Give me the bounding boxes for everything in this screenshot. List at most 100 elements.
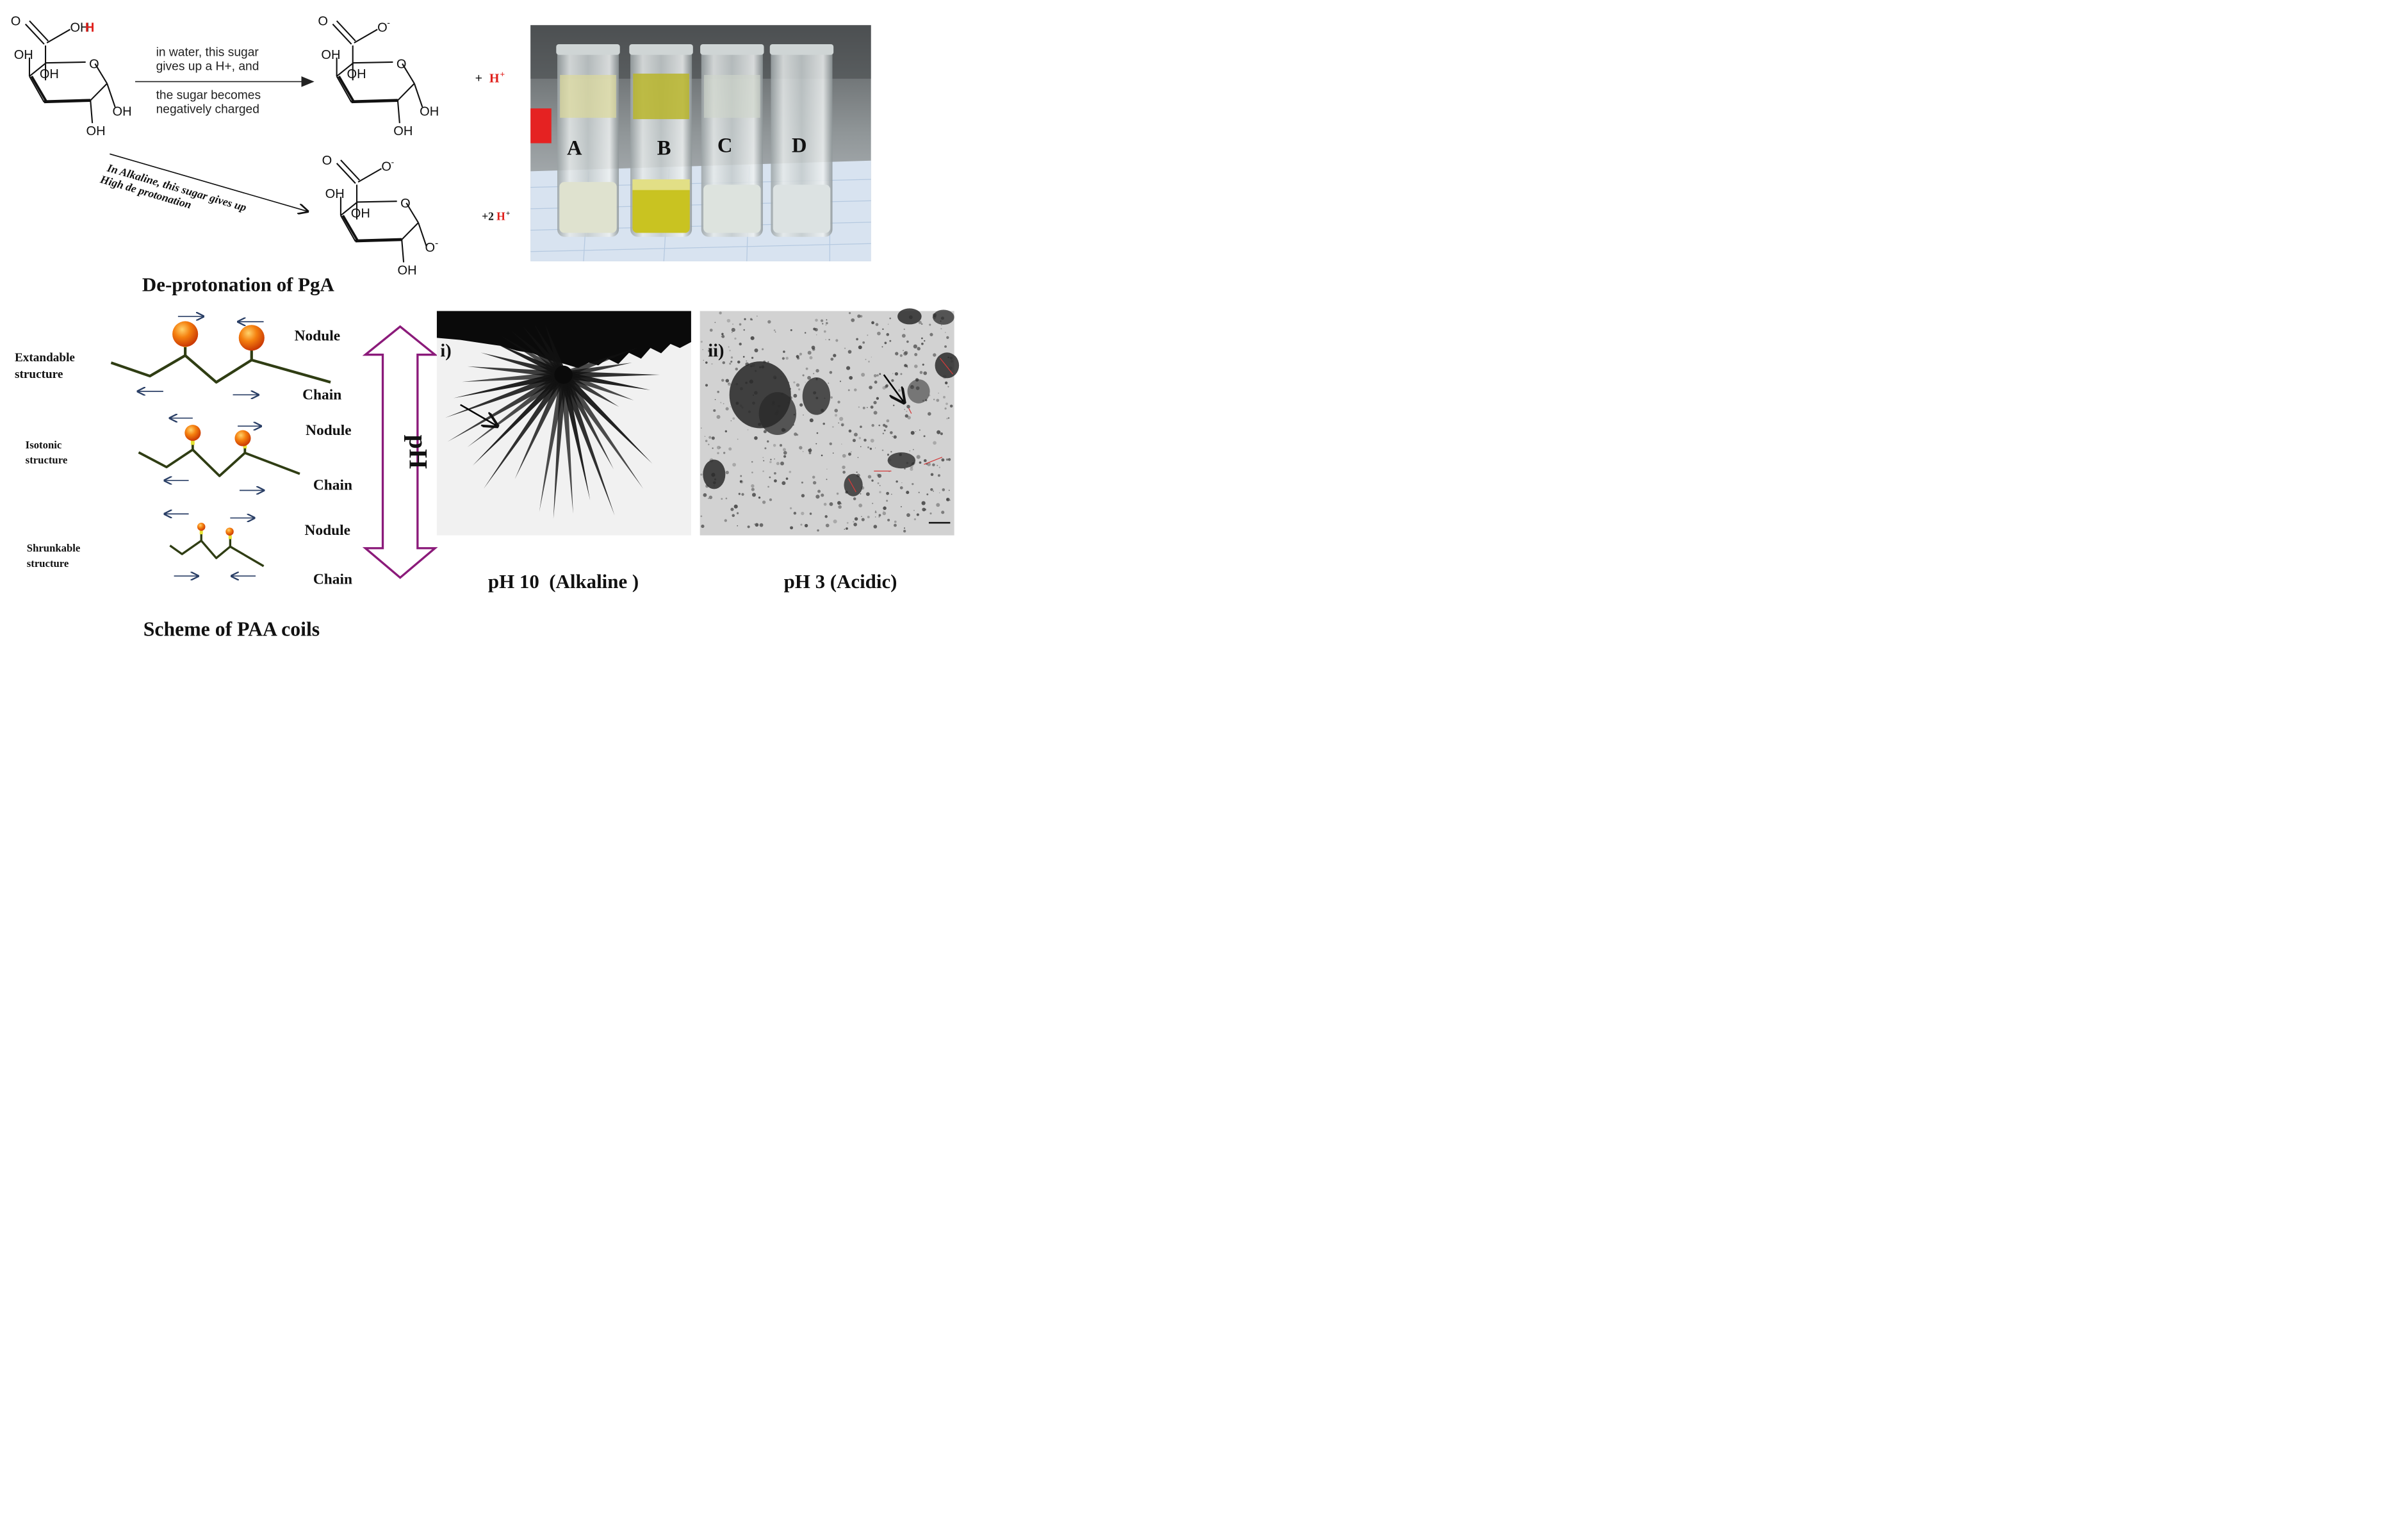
scale-bar [928,521,951,524]
nanoparticle-dot [830,396,833,399]
vial-label-a: A [567,137,582,160]
nanoparticle-dot [799,403,803,407]
nanoparticle-dot [763,460,765,462]
nanoparticle-dot [837,400,840,404]
tem-right-label: ii) [708,341,724,361]
nanoparticle-dot [808,448,812,452]
nanoparticle-dot [921,342,924,345]
nanoparticle-dot [717,452,719,455]
extendable-label-2: structure [15,368,63,381]
nanoparticle-dot [807,350,812,355]
nanoparticle-dot [767,440,769,443]
nanoparticle-dot [809,512,812,515]
proton-1-charge: + [500,69,505,79]
nanoparticle-dot [770,459,772,461]
vial-d [769,44,834,237]
nanoparticle-dot [947,386,949,388]
nanoparticle-dot [922,507,926,512]
nanoparticle-dot [886,500,888,502]
nanoparticle-dot [936,503,940,507]
nanoparticle-dot [923,459,927,463]
oh-ring-mid-label-3: OH [351,206,370,220]
nanoparticle-dot [725,470,729,475]
nanoparticle-dot [736,512,739,514]
nanoparticle-dot [785,477,789,480]
nanoparticle-dot [721,332,724,336]
proton-2-charge: + [506,209,511,217]
carboxylate-o-label-3: O [381,160,391,174]
nodule-small-2 [225,527,234,536]
nodule-label-3: Nodule [305,522,350,539]
nanoparticle-dot [747,525,750,528]
nanoparticle-dot [823,330,826,333]
nanoparticle-dot [919,461,922,464]
nanoparticle-dot [812,475,815,479]
nanoparticle-dot [881,449,884,452]
nanoparticle-dot [774,331,776,333]
proton-release-2: +2 H + [482,209,511,222]
nanoparticle-dot [903,350,904,351]
nanoparticle-dot [767,361,769,363]
oh-ring-left-label-3: OH [325,187,345,201]
nanoparticle-dot [891,493,892,495]
nanoparticle-dot [870,438,874,443]
nanoparticle-dot [873,525,878,528]
nanoparticle-dot [936,398,940,402]
nanoparticle-dot [719,311,722,315]
nanoparticle-dot [900,506,902,507]
chain-label-1: Chain [302,386,341,403]
nanoparticle-dot [907,367,908,368]
nanoparticle-dot [904,409,905,410]
nanoparticle-dot [759,523,764,527]
nanoparticle-dot [728,447,732,451]
nanoparticle-dot [882,328,884,331]
nanoparticle-dot [842,465,846,470]
nanoparticle-dot [943,395,946,398]
nanoparticle-dot [711,436,715,440]
needle-crystal [467,366,564,379]
nanoparticle-dot [773,443,776,447]
nanoparticle-dot [734,337,737,340]
nanoparticle-dot [928,412,931,416]
nanoparticle-dot [732,514,735,518]
needle-crystal [472,372,566,466]
nanoparticle-dot [796,434,799,436]
nanoparticle-dot [802,374,805,377]
nanoparticle-dot [840,503,842,505]
nanoparticle-dot [889,317,892,320]
nanoparticle-dot [884,341,887,345]
nanoparticle-dot [733,504,738,509]
nanoparticle-dot [728,382,730,384]
nanoparticle-dot [924,509,927,511]
nanoparticle-dot [844,347,846,349]
tem-right-caption: pH 3 (Acidic) [784,570,897,593]
nanoparticle-dot [873,400,877,405]
nanoparticle-dot [774,479,777,483]
nanoparticle-dot [815,495,820,499]
nanoparticle-dot [899,486,903,489]
nanoparticle-dot [899,354,903,357]
nanoparticle-dot [754,348,758,353]
nanoparticle-dot [856,338,858,341]
nanoparticle-dot [833,354,837,357]
nanoparticle-dot [860,425,862,429]
nanoparticle-dot [751,356,754,359]
nanoparticle-dot [708,349,712,353]
nanoparticle-dot [946,498,949,500]
nanoparticle-dot [846,527,848,530]
nanoparticle-dot [893,435,897,439]
nanoparticle-dot [839,381,842,382]
needle-crystal [562,371,651,390]
vial-c [700,44,764,237]
nanoparticle-dot [910,430,915,435]
nanoparticle-dot [832,452,834,454]
needle-crystal [561,372,644,489]
nanoparticle-dot [746,360,748,362]
nanoparticle-dot [743,329,746,331]
nanoparticle-dot [832,426,834,428]
nanoparticle-dot [869,447,872,450]
nanoparticle-dot [721,379,724,382]
nanoparticle-dot [921,501,926,505]
nanoparticle-dot [913,344,917,348]
nanoparticle-dot [945,402,948,405]
